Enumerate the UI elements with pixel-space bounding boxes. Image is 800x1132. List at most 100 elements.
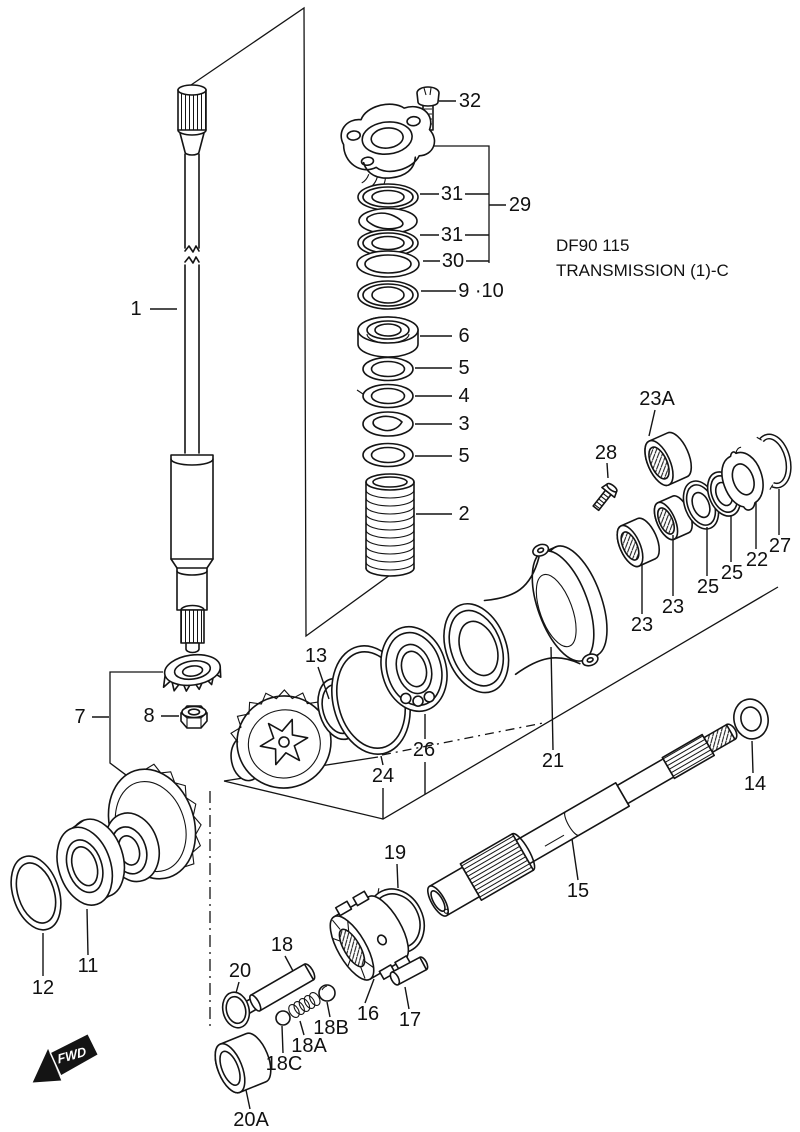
part-number-label: 30: [442, 250, 464, 272]
part-7-pinion-gear: [162, 653, 222, 692]
part-number-label: 23: [662, 596, 684, 618]
callout-19-31: 19: [384, 842, 406, 889]
callout-25-18: 25: [697, 527, 719, 598]
callout-16-32: 16: [357, 978, 379, 1025]
part-number-label: 5: [458, 357, 469, 379]
callout-21-21: 21: [542, 646, 564, 772]
leader-line: [751, 740, 754, 774]
part-number-label: 17: [399, 1009, 421, 1031]
part-2-spring: [365, 473, 415, 577]
callout-25-17: 25: [721, 515, 743, 584]
callout-6-7: 6: [420, 325, 470, 347]
fwd-arrow: FWD: [32, 1034, 98, 1083]
part-29-case: [340, 103, 436, 188]
callout-3-10: 3: [415, 413, 470, 435]
callout-4-9: 4: [415, 385, 470, 407]
frame-lines-layer: [109, 6, 779, 1031]
part-23-bearing-outer: [653, 495, 693, 541]
part-number-label: 13: [305, 645, 327, 667]
leader-line: [396, 863, 399, 889]
part-number-label: 23: [631, 614, 653, 636]
part-number-label: 23A: [639, 388, 675, 410]
part-number-label: 24: [372, 765, 394, 787]
callout-8-28: 8: [143, 705, 179, 727]
part-number-label: 5: [458, 445, 469, 467]
callout-31-3: 31: [420, 183, 489, 205]
part-12-ring: [10, 855, 62, 931]
part-number-label: 28: [595, 442, 617, 464]
part-28-bolt: [592, 482, 618, 512]
callout-31-4: 31: [420, 224, 489, 246]
part-number-label: 1: [130, 298, 141, 320]
callout-17-33: 17: [399, 986, 421, 1031]
leader-line: [648, 409, 656, 437]
callout-5-8: 5: [415, 357, 470, 379]
part-number-label: 18: [271, 934, 293, 956]
part-number-label: 18B: [313, 1017, 349, 1039]
part-22-plate: [721, 446, 764, 511]
callout-5-11: 5: [415, 445, 470, 467]
part-number-label: 8: [143, 705, 154, 727]
part-number-label: 19: [384, 842, 406, 864]
callout-20A-39: 20A: [233, 1089, 269, 1131]
part-number-label: 20: [229, 960, 251, 982]
part-8-nut: [180, 705, 208, 729]
part-31-seal-upper: [357, 183, 419, 211]
callout-20-35: 20: [229, 960, 251, 994]
callout-24-25: 24: [372, 755, 394, 819]
leader-line: [550, 646, 554, 751]
part-23a-bearing: [644, 431, 693, 487]
callout-1-0: 1: [130, 298, 177, 320]
callout-7-27: 7: [74, 706, 109, 728]
part-4-lockwasher: [356, 383, 414, 409]
leader-line: [284, 955, 294, 972]
part-29-wavy-ring: [358, 207, 418, 235]
part-17-pin: [389, 956, 429, 986]
bracket-7: [109, 671, 163, 779]
part-number-label: 22: [746, 549, 768, 571]
diagram-model-title: DF90 115: [556, 236, 629, 255]
callout-18-34: 18: [271, 934, 294, 972]
leader-line: [380, 755, 384, 766]
part-7-bevel-gear: [230, 689, 332, 789]
callout-15-23: 15: [567, 838, 589, 902]
callout-23-19: 23: [662, 535, 684, 618]
part-20a-bushing: [214, 1032, 272, 1094]
part-18c-ball: [275, 1010, 291, 1026]
leader-line: [404, 986, 410, 1010]
part-31-seal-lower: [357, 229, 419, 257]
part-18a-spring: [288, 991, 321, 1019]
part-3-tab-washer: [362, 411, 414, 437]
leader-line: [317, 666, 330, 700]
fwd-arrow-body: [49, 1034, 98, 1076]
part-number-label: 12: [32, 977, 54, 999]
callout-18B-36: 18B: [313, 1001, 349, 1039]
part-number-label: 27: [769, 535, 791, 557]
callout-2-12: 2: [416, 503, 470, 525]
part-number-label: 25: [697, 576, 719, 598]
part-number-label: 26: [413, 739, 435, 761]
leader-line: [86, 908, 89, 956]
leader-line: [245, 1089, 251, 1110]
callout-18C-38: 18C: [266, 1025, 302, 1075]
part-number-label: 21: [542, 750, 564, 772]
part-1-driveshaft: [170, 84, 214, 654]
diagram-sheet-title: TRANSMISSION (1)-C: [556, 261, 729, 280]
part-number-label: 16: [357, 1003, 379, 1025]
part-number-label: 4: [458, 385, 469, 407]
part-number-label: 11: [78, 955, 99, 977]
leader-line: [299, 1020, 305, 1036]
part-number-label: 29: [509, 194, 531, 216]
part-number-label: 2: [458, 503, 469, 525]
callout-23-20: 23: [631, 565, 653, 636]
part-6-bearing: [357, 316, 419, 358]
part-number-label: 31: [441, 183, 463, 205]
part-5-washer-upper: [362, 356, 414, 382]
callout-12-29: 12: [32, 933, 54, 999]
bracket-29: [434, 145, 490, 263]
part-number-label: 25: [721, 562, 743, 584]
part-number-label: 3: [458, 413, 469, 435]
frame-line: [190, 6, 391, 638]
part-number-label: 32: [459, 90, 481, 112]
